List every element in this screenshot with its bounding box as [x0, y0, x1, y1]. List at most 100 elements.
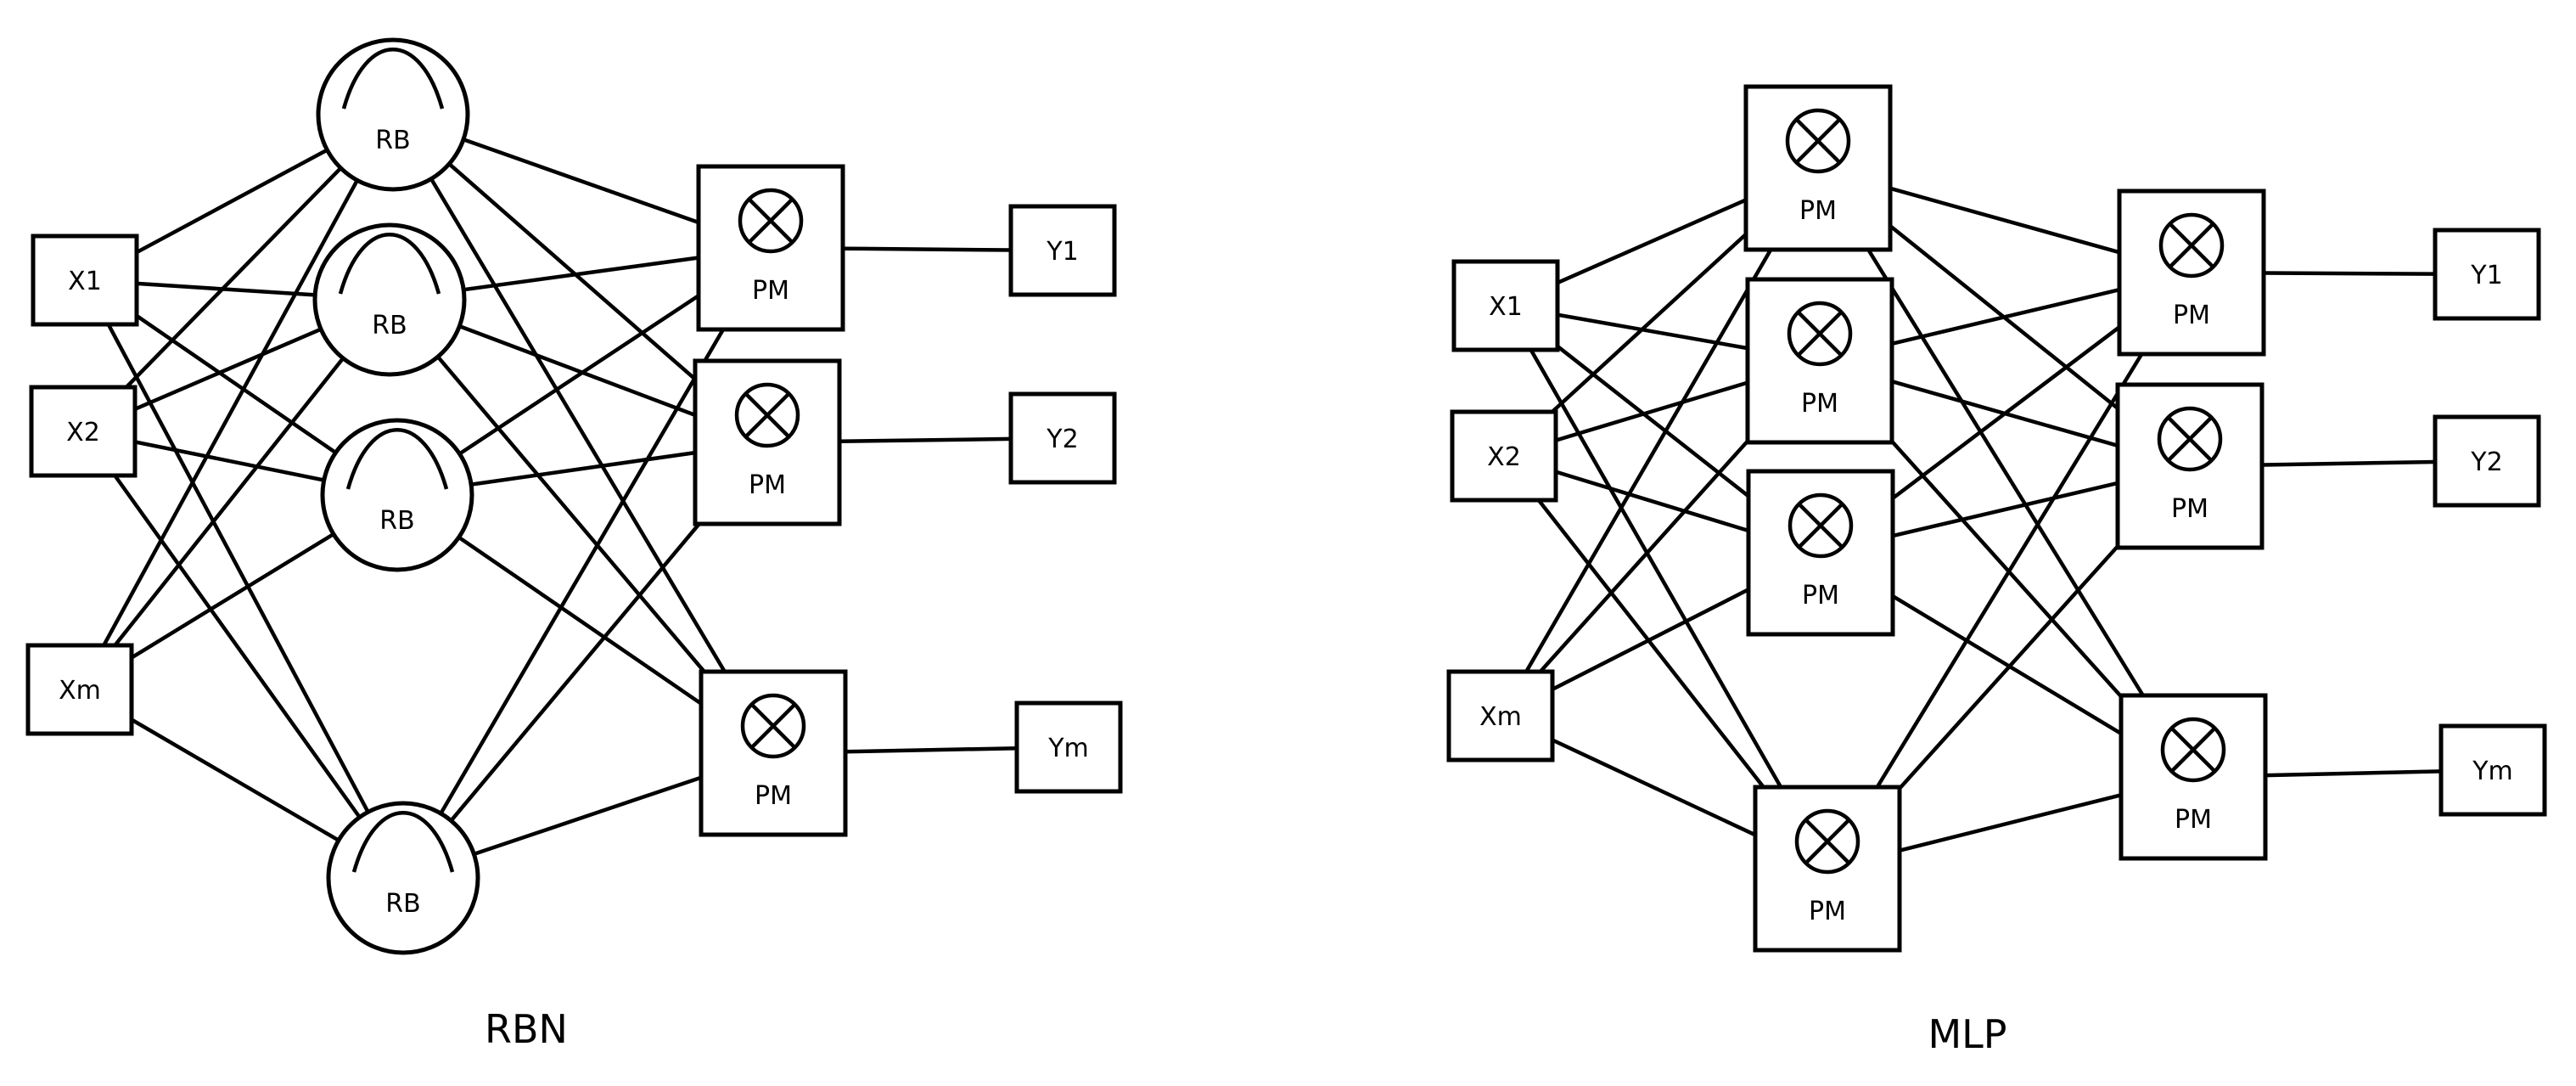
circle-times-icon: [734, 382, 800, 448]
edge-h3-o2: [1892, 481, 2119, 538]
circle-times-icon: [1787, 492, 1854, 559]
node-label: PM: [2175, 805, 2212, 835]
node-label: RB: [385, 889, 420, 919]
rbn-node-pm3: PM: [699, 669, 848, 837]
product-node-box: [699, 669, 848, 837]
product-node-box: [1746, 469, 1895, 637]
product-node-box: [696, 164, 845, 332]
edge-x2-rb4: [113, 474, 362, 819]
node-label: PM: [1802, 581, 1839, 611]
edge-xm-h2: [1539, 439, 1749, 673]
input-node-box: [1446, 669, 1555, 762]
mlp-node-y2: Y2: [2433, 414, 2541, 508]
node-label: Xm: [59, 676, 101, 706]
edge-xm-rb3: [130, 532, 335, 660]
edge-o1-y1: [2263, 271, 2436, 276]
edge-x2-h2: [1555, 380, 1748, 442]
output-node-box: [1008, 204, 1117, 297]
edge-x2-h3: [1555, 470, 1749, 533]
mlp-edges: [1524, 186, 2442, 852]
rbn-caption: RBN: [485, 1006, 568, 1052]
bell-curve-icon: [338, 233, 441, 295]
node-label: PM: [1799, 196, 1837, 226]
radial-basis-node-circle: [320, 418, 474, 572]
output-node-box: [2433, 228, 2541, 321]
rbn-node-x1: X1: [31, 234, 139, 327]
edge-x2-h4: [1537, 498, 1765, 789]
mlp-node-x2: X2: [1450, 409, 1558, 503]
product-node-box: [2115, 382, 2265, 550]
mlp-node-y1: Y1: [2433, 228, 2541, 321]
node-label: RB: [372, 311, 407, 340]
edge-rb1-pm2: [447, 162, 697, 381]
node-label: X1: [68, 267, 102, 296]
edge-pm2-y2: [839, 436, 1012, 444]
mlp-node-h1: PM: [1743, 84, 1893, 252]
rbn-node-rb4: RB: [326, 801, 480, 955]
mlp-node-o3: PM: [2119, 693, 2268, 861]
edge-x2-rb3: [134, 440, 325, 482]
edge-rb2-pm3: [436, 355, 706, 673]
node-label: PM: [1801, 389, 1838, 419]
node-label: Y2: [1046, 425, 1078, 454]
edge-rb1-pm1: [463, 138, 699, 225]
rbn-node-ym: Ym: [1014, 701, 1123, 794]
radial-basis-node-circle: [316, 37, 470, 192]
node-label: Y1: [1046, 237, 1078, 267]
edge-rb2-pm2: [458, 324, 696, 418]
edge-xm-rb4: [130, 717, 340, 842]
circle-times-icon: [1787, 301, 1853, 367]
edge-h3-o3: [1891, 594, 2123, 735]
product-node-box: [1743, 84, 1893, 252]
node-label: Y1: [2470, 261, 2502, 290]
edge-x1-rb4: [106, 323, 370, 813]
node-label: PM: [2171, 494, 2208, 524]
bell-curve-icon: [341, 48, 445, 110]
node-label: X2: [1487, 442, 1521, 472]
rbn-node-pm1: PM: [696, 164, 845, 332]
edge-rb3-pm2: [470, 450, 696, 487]
node-label: PM: [2173, 301, 2210, 330]
edge-o3-ym: [2265, 769, 2442, 778]
output-node-box: [2433, 414, 2541, 508]
bell-curve-icon: [345, 428, 449, 490]
input-node-box: [1451, 259, 1560, 352]
edge-xm-rb1: [102, 179, 359, 647]
rbn-edges: [102, 138, 1018, 857]
edge-xm-h4: [1552, 738, 1756, 837]
radial-basis-node-circle: [312, 222, 467, 377]
input-node-box: [1450, 409, 1558, 503]
edge-xm-h3: [1551, 588, 1750, 691]
bell-curve-icon: [351, 811, 455, 873]
node-label: Y2: [2470, 447, 2502, 477]
node-label: PM: [752, 276, 789, 306]
node-label: PM: [749, 470, 786, 500]
edge-pm1-y1: [842, 246, 1012, 252]
mlp-node-o1: PM: [2117, 189, 2266, 357]
edge-xm-rb2: [113, 357, 345, 647]
node-label: RB: [375, 126, 410, 155]
node-label: X2: [66, 418, 100, 447]
rbn-node-pm2: PM: [693, 358, 842, 526]
node-label: PM: [1809, 897, 1846, 926]
node-label: RB: [379, 506, 414, 536]
edge-x2-rb2: [134, 327, 322, 411]
circle-times-icon: [738, 188, 804, 254]
product-node-box: [1753, 785, 1902, 953]
input-node-box: [25, 643, 134, 736]
rbn-node-rb3: RB: [320, 418, 474, 572]
circle-times-icon: [2157, 406, 2223, 472]
edge-rb4-pm3: [473, 775, 702, 857]
node-label: PM: [755, 781, 792, 811]
edge-h4-o1: [1875, 352, 2144, 789]
edge-x1-h1: [1557, 198, 1747, 285]
mlp-node-ym: Ym: [2439, 723, 2547, 817]
edge-rb4-pm1: [439, 328, 725, 815]
edge-h3-o1: [1891, 325, 2121, 500]
edge-h4-o3: [1899, 793, 2122, 852]
edge-rb1-pm3: [429, 177, 727, 673]
node-label: Xm: [1479, 702, 1522, 732]
